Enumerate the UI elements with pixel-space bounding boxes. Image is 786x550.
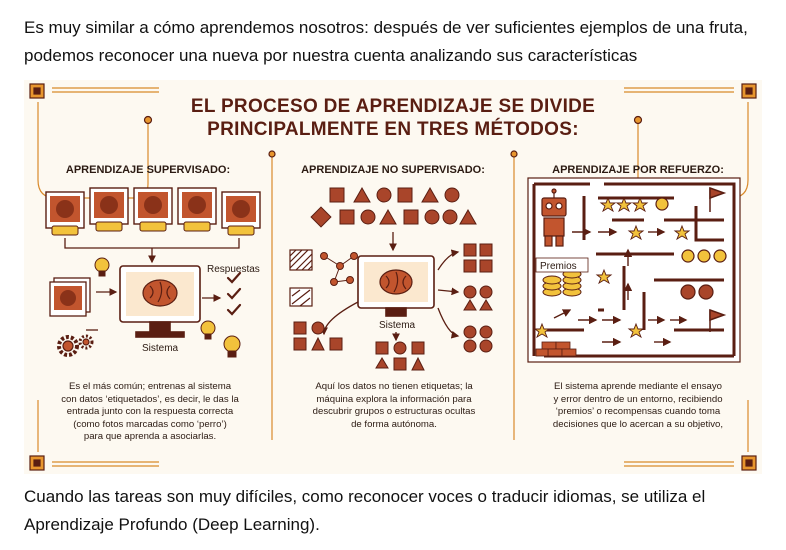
unsupervised-description: Aquí los datos no tienen etiquetas; la m… [312,381,476,430]
gear-icons [57,334,94,357]
mixed-shapes [310,186,477,228]
reinforcement-heading: APRENDIZAJE POR REFUERZO: [552,164,724,176]
rewards-tag [535,257,589,273]
rewards-label: Premios [540,261,577,272]
answers-label: Respuestas [207,264,260,275]
maze-arrows [553,227,688,347]
brick-wall [535,341,577,357]
infographic-title-line1: EL PROCESO DE APRENDIZAJE SE DIVIDE [190,96,596,117]
grouped-shapes [293,243,493,371]
reinforcement-illustration: Premios [527,177,741,363]
flag-icons [709,186,727,332]
infographic-title-line2: PRINCIPALMENTE EN TRES MÉTODOS: [207,119,579,140]
system-label: Sistema [379,320,416,331]
labeled-dog-photos [45,187,261,236]
brain-icon [142,279,178,307]
lightbulb-icons [94,257,241,358]
coin-stacks [542,269,582,297]
unsupervised-heading: APRENDIZAJE NO SUPERVISADO: [301,164,485,176]
robot-icon [541,188,567,247]
reinforcement-description: El sistema aprende mediante el ensayo y … [552,381,724,430]
infographic-art: Respuestas Sistema [29,83,757,471]
supervised-illustration: Respuestas Sistema [45,187,261,358]
supervised-description: Es el más común; entrenas al sistema con… [61,381,239,442]
learning-methods-infographic: Respuestas Sistema [24,80,762,474]
circle-markers [655,197,727,300]
unsupervised-illustration: Sistema [289,186,493,371]
system-label: Sistema [142,343,179,354]
dog-photo-stack [49,277,91,317]
frame-corner-squares [29,83,757,471]
brain-icon [379,269,413,295]
intro-paragraph: Es muy similar a cómo aprendemos nosotro… [24,18,748,65]
supervised-heading: APRENDIZAJE SUPERVISADO: [65,164,231,176]
checkmarks [226,271,242,316]
deep-learning-paragraph: Cuando las tareas son muy difíciles, com… [24,487,706,534]
hatched-patterns [289,249,313,307]
network-graph [320,252,358,286]
reward-stars [533,196,691,339]
